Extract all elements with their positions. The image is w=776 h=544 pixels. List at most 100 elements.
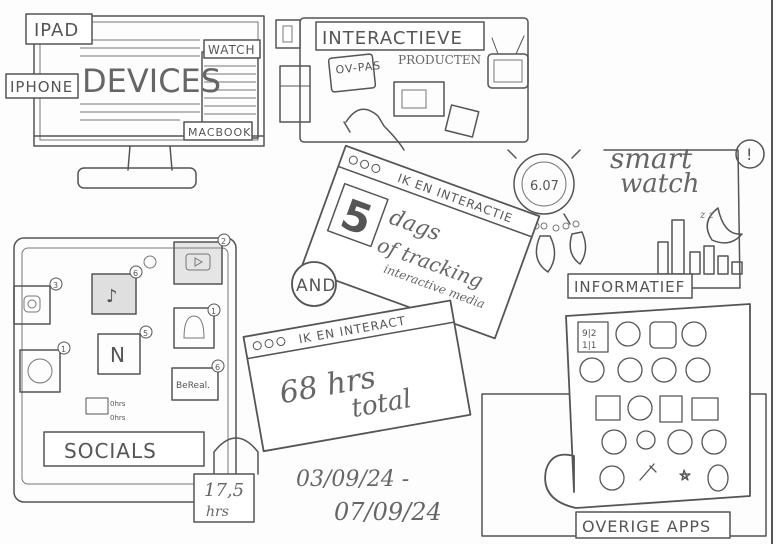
watch-label-box xyxy=(203,39,261,59)
snapchat-icon xyxy=(173,307,215,349)
whatsapp-badge: 1 xyxy=(61,345,66,354)
robot-icon xyxy=(444,104,480,138)
tv-icon xyxy=(487,53,529,89)
tracking-window xyxy=(300,144,541,340)
headphones-app-icon xyxy=(617,357,643,383)
smart-label: smart xyxy=(610,142,693,175)
informatief-box xyxy=(567,273,693,299)
chat-app-icon xyxy=(627,395,653,421)
calendar-bottom: 1|1 xyxy=(582,341,596,351)
macbook-label: MACBOOK xyxy=(188,126,251,139)
alert-icon xyxy=(735,139,765,169)
alert-glyph: ! xyxy=(746,145,752,164)
products-title-box xyxy=(315,21,485,51)
emoji-app-icon xyxy=(667,429,693,455)
clock-time: 6.07 xyxy=(530,179,559,194)
socials-hours: 17,5 xyxy=(204,480,244,501)
youtube-icon xyxy=(173,241,223,285)
search-app-icon xyxy=(636,430,656,450)
nos-icon xyxy=(97,333,141,375)
ipad-label: IPAD xyxy=(34,20,79,41)
apps-label-box xyxy=(575,511,731,539)
clock-app-icon xyxy=(615,321,641,347)
informatief-label: INFORMATIEF xyxy=(574,278,685,296)
headphones-icon xyxy=(343,108,405,151)
watch-label: WATCH xyxy=(208,43,256,57)
smiley-app-icon xyxy=(651,357,677,383)
instagram-badge: 3 xyxy=(53,281,58,290)
app-grid xyxy=(577,321,729,492)
iphone-label: IPHONE xyxy=(10,78,73,96)
nos-badge: 5 xyxy=(143,329,148,338)
moon-icon xyxy=(706,207,743,244)
threads-app-icon xyxy=(601,429,627,455)
products-subtitle: PRODUCTEN xyxy=(398,53,481,67)
whatsapp-icon xyxy=(19,349,61,393)
finder-app-icon xyxy=(649,321,677,349)
bereal-app-icon xyxy=(707,464,729,492)
pin-app-icon xyxy=(639,463,657,481)
linkedin-app-icon xyxy=(595,395,621,421)
instagram-icon xyxy=(13,285,51,325)
total-window xyxy=(242,299,472,453)
socials-hrs: hrs xyxy=(206,504,229,520)
weather-app-icon xyxy=(685,357,711,383)
socials-label: SOCIALS xyxy=(64,439,157,463)
alarm-clock-icon xyxy=(513,153,575,215)
monitor-stand xyxy=(127,145,173,171)
bereal-icon xyxy=(171,367,219,401)
sleep-z: z z xyxy=(699,210,714,221)
socials-label-box xyxy=(43,431,205,467)
lock-shackle xyxy=(213,437,259,475)
sparkle-app-icon xyxy=(679,469,691,481)
notes-app-icon xyxy=(659,395,683,423)
ipad-label-box xyxy=(25,13,93,45)
number-box xyxy=(326,182,389,248)
other-apps-section: 9|2 1|1 OVERIGE APPS xyxy=(481,303,767,539)
books-app-icon xyxy=(691,397,719,421)
activity-bars xyxy=(657,219,743,275)
watch-label-right: watch xyxy=(620,169,700,199)
nos-glyph: N xyxy=(110,343,126,367)
fridge-icon xyxy=(279,65,311,123)
bereal-badge: 6 xyxy=(215,363,220,372)
legend-swatch xyxy=(85,397,109,415)
socials-section: 3 ♪ 6 2 1 1 N 5 BeReal. 6 0hrs 0hrs SOCI… xyxy=(13,233,259,523)
legend-b: 0hrs xyxy=(110,414,126,422)
date-start: 03/09/24 - xyxy=(296,467,409,492)
face-app-icon xyxy=(681,321,707,347)
lock-icon xyxy=(193,473,255,523)
devices-title: DEVICES xyxy=(82,62,221,100)
devices-section: IPAD IPHONE WATCH MACBOOK DEVICES xyxy=(5,13,265,189)
total-card: IK EN INTERACT 68 hrs total xyxy=(242,299,472,453)
radio-icon xyxy=(393,81,445,117)
footprint-icon xyxy=(535,235,556,273)
calendar-top: 9|2 xyxy=(582,329,596,339)
pinterest-app-icon xyxy=(599,465,625,491)
calendar-app-icon xyxy=(577,321,609,353)
bereal-label: BeReal. xyxy=(176,381,210,391)
and-label: AND xyxy=(296,276,336,296)
snapchat-badge: 1 xyxy=(211,307,216,316)
and-badge: AND xyxy=(291,261,337,307)
ov-pas-icon xyxy=(327,53,377,93)
tracking-card: IK EN INTERACTIE 5 dags of tracking inte… xyxy=(300,144,541,340)
monitor-base xyxy=(77,167,197,189)
date-end: 07/09/24 xyxy=(334,498,442,526)
products-title: INTERACTIEVE xyxy=(322,28,463,49)
iphone-label-box xyxy=(5,73,79,99)
globe-app-icon xyxy=(701,429,727,455)
spotify-app-icon xyxy=(579,357,605,383)
apps-label: OVERIGE APPS xyxy=(582,517,711,536)
scroll-paper xyxy=(544,303,751,509)
youtube-badge: 2 xyxy=(221,237,226,246)
tiktok-icon xyxy=(91,273,137,315)
smartwatch-section: 6.07 ! smart watch z z INFORMATIEF xyxy=(507,139,765,299)
interactive-products-section: INTERACTIEVE PRODUCTEN OV-PAS xyxy=(275,17,529,151)
ov-pas-label: OV-PAS xyxy=(335,59,382,77)
macbook-label-box xyxy=(183,121,253,141)
tiktok-badge: 6 xyxy=(133,269,138,278)
tiktok-glyph: ♪ xyxy=(106,286,118,307)
